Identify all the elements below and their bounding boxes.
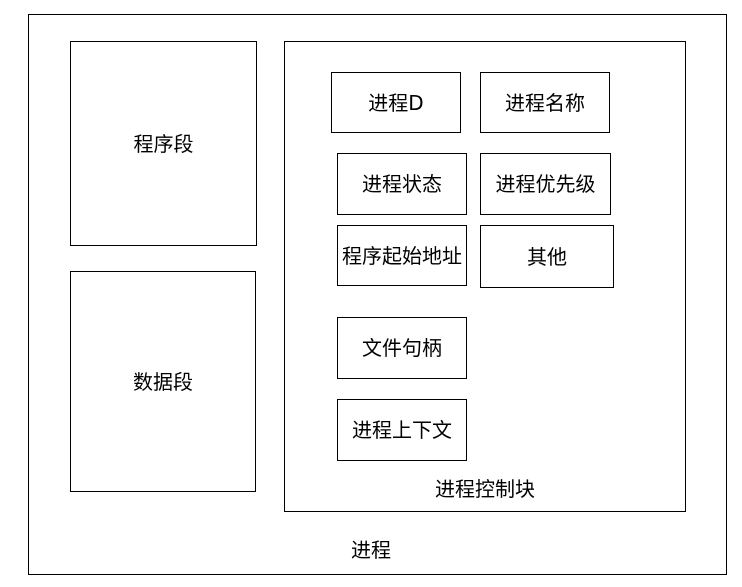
pcb-field-name: 进程名称 xyxy=(480,72,610,133)
pcb-field-context: 进程上下文 xyxy=(337,399,467,461)
pcb-field-pid: 进程D xyxy=(331,72,461,133)
pcb-field-file-handles-label: 文件句柄 xyxy=(362,336,442,360)
pcb-field-priority: 进程优先级 xyxy=(480,153,611,215)
pcb-label: 进程控制块 xyxy=(435,477,535,501)
pcb-field-start-address-label: 程序起始地址 xyxy=(342,243,462,268)
pcb-field-context-label: 进程上下文 xyxy=(352,418,452,442)
pcb-field-state: 进程状态 xyxy=(337,153,467,215)
data-segment-label: 数据段 xyxy=(133,369,193,394)
pcb-field-start-address: 程序起始地址 xyxy=(337,225,467,286)
pcb-field-file-handles: 文件句柄 xyxy=(337,317,467,379)
pcb-field-state-label: 进程状态 xyxy=(362,172,442,196)
pcb-field-priority-label: 进程优先级 xyxy=(495,172,596,196)
pcb-field-pid-label: 进程D xyxy=(368,90,424,115)
process-label: 进程 xyxy=(351,538,391,562)
pcb-field-other-label: 其他 xyxy=(527,244,567,269)
code-segment-box: 程序段 xyxy=(70,41,257,246)
data-segment-box: 数据段 xyxy=(70,271,256,492)
code-segment-label: 程序段 xyxy=(133,131,194,156)
pcb-field-other: 其他 xyxy=(480,225,614,288)
pcb-field-name-label: 进程名称 xyxy=(505,90,585,115)
